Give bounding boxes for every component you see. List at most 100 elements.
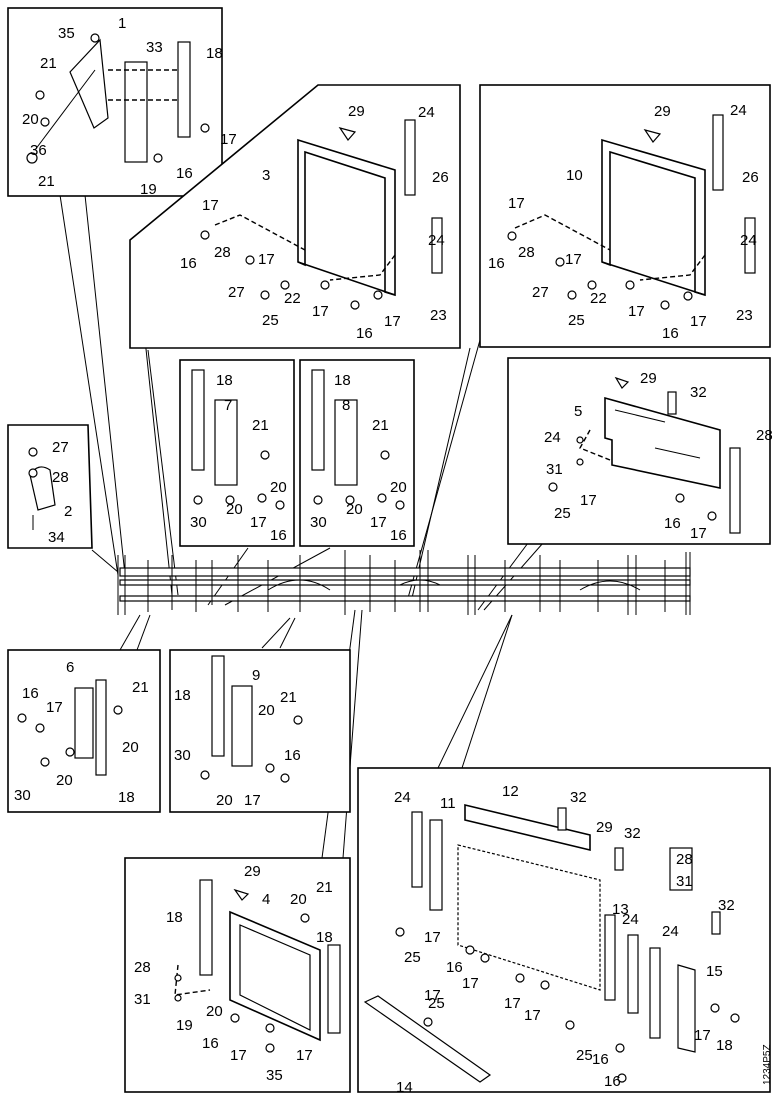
callout-p1-10: 21: [38, 173, 55, 190]
callout-p10-11: 25: [568, 312, 585, 329]
callout-p9-3: 20: [258, 702, 275, 719]
callout-p12-17: 25: [428, 995, 445, 1012]
callout-p5-8: 16: [664, 515, 681, 532]
callout-p10-3: 26: [742, 169, 759, 186]
callout-p10-5: 16: [488, 255, 505, 272]
callout-p8-1: 8: [342, 397, 350, 414]
callout-p9-4: 16: [284, 747, 301, 764]
callout-p4-4: 18: [166, 909, 183, 926]
panel-item-5: [507, 357, 771, 545]
callout-p1-5: 20: [22, 111, 39, 128]
callout-p6-4: 20: [122, 739, 139, 756]
callout-p7-5: 20: [226, 501, 243, 518]
callout-p12-8: 13: [612, 901, 629, 918]
callout-p12-0: 12: [502, 783, 519, 800]
callout-p12-2: 24: [394, 789, 411, 806]
callout-p10-10: 22: [590, 290, 607, 307]
callout-p4-12: 17: [296, 1047, 313, 1064]
callout-p12-1: 32: [570, 789, 587, 806]
callout-p10-9: 17: [565, 251, 582, 268]
callout-p12-25: 14: [396, 1079, 413, 1096]
callout-p3-14: 17: [384, 313, 401, 330]
callout-p5-5: 31: [546, 461, 563, 478]
callout-p12-5: 32: [624, 825, 641, 842]
callout-p10-4: 17: [508, 195, 525, 212]
callout-p10-7: 24: [740, 232, 757, 249]
callout-p6-7: 18: [118, 789, 135, 806]
drawing-code: 1234P5Z: [762, 1044, 773, 1085]
panel-item-12: [357, 767, 771, 1093]
callout-p10-15: 23: [736, 307, 753, 324]
callout-p4-11: 17: [230, 1047, 247, 1064]
callout-p8-0: 18: [334, 372, 351, 389]
callout-p5-0: 29: [640, 370, 657, 387]
callout-p3-2: 3: [262, 167, 270, 184]
callout-p8-4: 30: [310, 514, 327, 531]
callout-p12-23: 17: [524, 1007, 541, 1024]
callout-p10-6: 28: [518, 244, 535, 261]
callout-p3-13: 16: [356, 325, 373, 342]
callout-p4-9: 20: [206, 1003, 223, 1020]
callout-p7-7: 16: [270, 527, 287, 544]
callout-p10-0: 29: [654, 103, 671, 120]
callout-p6-1: 21: [132, 679, 149, 696]
callout-p6-2: 16: [22, 685, 39, 702]
callout-p2-3: 34: [48, 529, 65, 546]
callout-p12-26: 16: [604, 1073, 621, 1090]
panel-item-4: [124, 857, 351, 1093]
callout-p3-11: 25: [262, 312, 279, 329]
callout-p3-4: 17: [202, 197, 219, 214]
callout-p7-4: 30: [190, 514, 207, 531]
panel-item-2: [7, 424, 93, 549]
callout-p3-5: 16: [180, 255, 197, 272]
panel-item-1: [7, 7, 223, 197]
panel-item-8: [299, 359, 415, 547]
callout-p1-0: 35: [58, 25, 75, 42]
callout-p5-7: 25: [554, 505, 571, 522]
callout-p10-2: 10: [566, 167, 583, 184]
callout-p6-6: 20: [56, 772, 73, 789]
callout-p2-0: 27: [52, 439, 69, 456]
callout-p3-15: 23: [430, 307, 447, 324]
callout-p5-2: 5: [574, 403, 582, 420]
callout-p12-12: 24: [622, 911, 639, 928]
callout-p10-13: 16: [662, 325, 679, 342]
callout-p4-5: 18: [316, 929, 333, 946]
callout-p3-9: 17: [258, 251, 275, 268]
callout-p3-1: 24: [418, 104, 435, 121]
base-rack-assembly: [117, 550, 691, 615]
callout-p10-1: 24: [730, 102, 747, 119]
callout-p12-13: 24: [662, 923, 679, 940]
callout-p12-3: 11: [440, 795, 456, 812]
callout-p4-13: 35: [266, 1067, 283, 1084]
callout-p4-6: 28: [134, 959, 151, 976]
callout-p5-1: 32: [690, 384, 707, 401]
callout-p12-16: 18: [716, 1037, 733, 1054]
callout-p2-2: 2: [64, 503, 72, 520]
callout-p4-8: 19: [176, 1017, 193, 1034]
callout-p3-10: 22: [284, 290, 301, 307]
callout-p12-6: 28: [676, 851, 693, 868]
callout-p1-9: 16: [176, 165, 193, 182]
callout-p12-15: 17: [694, 1027, 711, 1044]
callout-p9-7: 17: [244, 792, 261, 809]
callout-p5-4: 24: [544, 429, 561, 446]
callout-p4-0: 29: [244, 863, 261, 880]
callout-p9-6: 20: [216, 792, 233, 809]
callout-p12-7: 31: [676, 873, 693, 890]
callout-p1-6: 17: [220, 131, 237, 148]
callout-p12-10: 25: [404, 949, 421, 966]
callout-p8-6: 17: [370, 514, 387, 531]
panel-item-9: [169, 649, 351, 813]
callout-p1-7: 36: [30, 142, 47, 159]
callout-p1-2: 33: [146, 39, 163, 56]
callout-p3-6: 28: [214, 244, 231, 261]
callout-p4-2: 4: [262, 891, 270, 908]
callout-p1-3: 18: [206, 45, 223, 62]
callout-p5-6: 17: [580, 492, 597, 509]
callout-p10-14: 17: [690, 313, 707, 330]
callout-p12-9: 17: [424, 929, 441, 946]
callout-p10-8: 27: [532, 284, 549, 301]
